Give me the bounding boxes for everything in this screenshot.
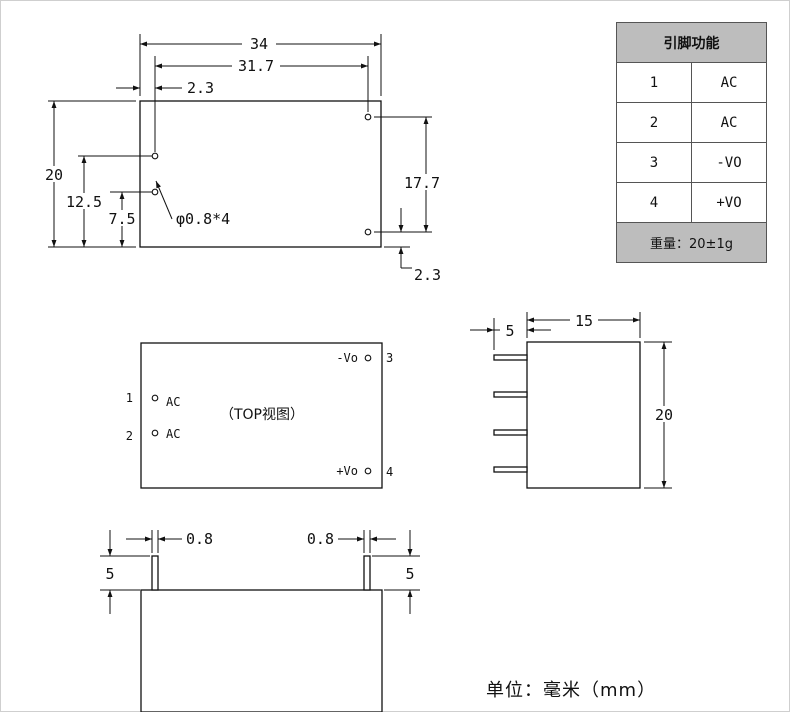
side-pin-1 (493, 354, 528, 361)
top-pin-4-number: 4 (386, 465, 393, 479)
pin-number: 4 (616, 182, 692, 223)
bottom-pin-4 (364, 228, 372, 236)
pin-number: 1 (616, 62, 692, 103)
dim-front-right-pin-length: 5 (405, 565, 414, 583)
dim-right-span-17-7: 17.7 (404, 174, 440, 192)
dim-pin1-height-12-5: 12.5 (66, 193, 102, 211)
bottom-pin-1 (151, 152, 159, 160)
top-pin-3-number: 3 (386, 351, 393, 365)
dim-right-offset-2-3: 2.3 (414, 266, 441, 284)
top-pin-3 (364, 354, 372, 362)
pin-number: 3 (616, 142, 692, 183)
side-view-outline (526, 341, 641, 489)
pin-function-table: 引脚功能 1 AC 2 AC 3 -VO 4 +VO 重量：20±1g (616, 22, 767, 263)
units-note: 单位：毫米（mm） (486, 680, 657, 701)
top-pin-2-name: AC (166, 427, 180, 441)
front-pin-left (151, 555, 159, 591)
bottom-view-outline (139, 100, 382, 248)
table-row: 3 -VO (616, 142, 767, 183)
bottom-pin-2 (151, 188, 159, 196)
dim-side-pin-length-5: 5 (505, 322, 514, 340)
pin-function: AC (691, 62, 767, 103)
dim-front-right-pin-width: 0.8 (307, 530, 334, 548)
top-pin-2-number: 2 (126, 429, 133, 443)
side-pin-4 (493, 466, 528, 473)
dim-side-height-20: 20 (655, 406, 673, 424)
table-row: 2 AC (616, 102, 767, 143)
side-view: 5 15 20 (470, 312, 678, 489)
bottom-pin-3 (364, 113, 372, 121)
pin-table-header: 引脚功能 (616, 22, 767, 63)
dim-pin-diameter: φ0.8*4 (176, 210, 230, 228)
front-pin-right (363, 555, 371, 591)
dim-front-left-pin-width: 0.8 (186, 530, 213, 548)
top-pin-4 (364, 467, 372, 475)
dim-width-34: 34 (250, 35, 268, 53)
pin-function: AC (691, 102, 767, 143)
dim-depth-15: 15 (575, 312, 593, 330)
top-view-label: （TOP视图） (220, 407, 304, 423)
dim-pin-span-31-7: 31.7 (238, 57, 274, 75)
side-pin-3 (493, 429, 528, 436)
front-view: 0.8 0.8 5 5 (100, 530, 420, 712)
top-view: 1 AC 2 AC -Vo 3 +Vo 4 （TOP视图） (126, 342, 393, 489)
pin-function: -VO (691, 142, 767, 183)
top-pin-2 (151, 429, 159, 437)
dim-pin2-height-7-5: 7.5 (108, 210, 135, 228)
weight-note: 重量：20±1g (616, 222, 767, 263)
dim-left-offset-2-3: 2.3 (187, 79, 214, 97)
dim-front-left-pin-length: 5 (105, 565, 114, 583)
top-pin-1-name: AC (166, 395, 180, 409)
top-pin-1-number: 1 (126, 391, 133, 405)
pin-function: +VO (691, 182, 767, 223)
side-pin-2 (493, 391, 528, 398)
pin-number: 2 (616, 102, 692, 143)
front-view-outline (140, 589, 383, 712)
bottom-view: 34 31.7 2.3 20 12.5 7.5 φ0.8*4 (40, 34, 442, 284)
table-row: 4 +VO (616, 182, 767, 223)
top-pin-3-name: -Vo (336, 351, 358, 365)
dim-height-20: 20 (45, 166, 63, 184)
table-row: 1 AC (616, 62, 767, 103)
top-pin-4-name: +Vo (336, 464, 358, 478)
top-view-outline (140, 342, 383, 489)
top-pin-1 (151, 394, 159, 402)
